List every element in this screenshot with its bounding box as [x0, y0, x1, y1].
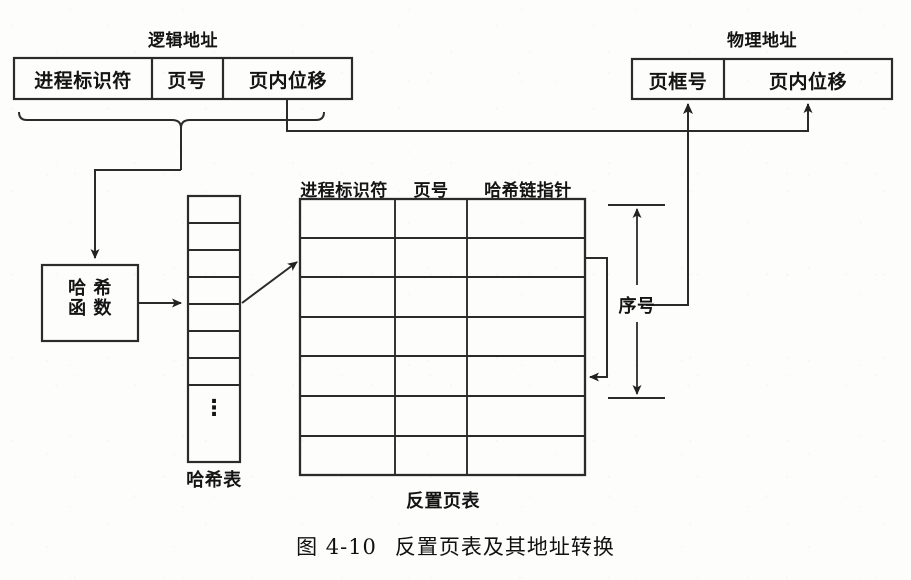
logical-address-title: 逻辑地址 [148, 31, 218, 51]
hash-function-line1: 哈 希 [68, 278, 112, 299]
physical-field-frame-number: 页框号 [648, 71, 708, 93]
hash-table-label: 哈希表 [186, 470, 242, 491]
logical-field-process-id: 进程标识符 [34, 70, 132, 92]
logical-field-page-number: 页号 [167, 70, 207, 92]
physical-address-title: 物理地址 [727, 31, 797, 51]
ipt-column-header-process-id: 进程标识符 [300, 181, 388, 201]
curly-brace-icon [18, 111, 325, 129]
hash-table-ellipsis: ⋮ [203, 396, 225, 421]
ipt-column-header-hash-chain-pointer: 哈希链指针 [484, 181, 572, 201]
hash-function-box-label: 哈 希 函 数 [68, 278, 112, 320]
figure-title: 反置页表及其地址转换 [394, 535, 615, 559]
hash-function-line2: 函 数 [68, 298, 112, 320]
physical-field-offset: 页内位移 [768, 71, 848, 93]
inverted-page-table-label: 反置页表 [406, 491, 480, 512]
ipt-column-header-page-number: 页号 [413, 181, 449, 201]
logical-field-offset: 页内位移 [248, 70, 328, 92]
index-label: 序号 [618, 296, 656, 317]
figure-caption: 图 4-10 反置页表及其地址转换 [0, 531, 911, 561]
figure-number: 图 4-10 [296, 535, 377, 559]
